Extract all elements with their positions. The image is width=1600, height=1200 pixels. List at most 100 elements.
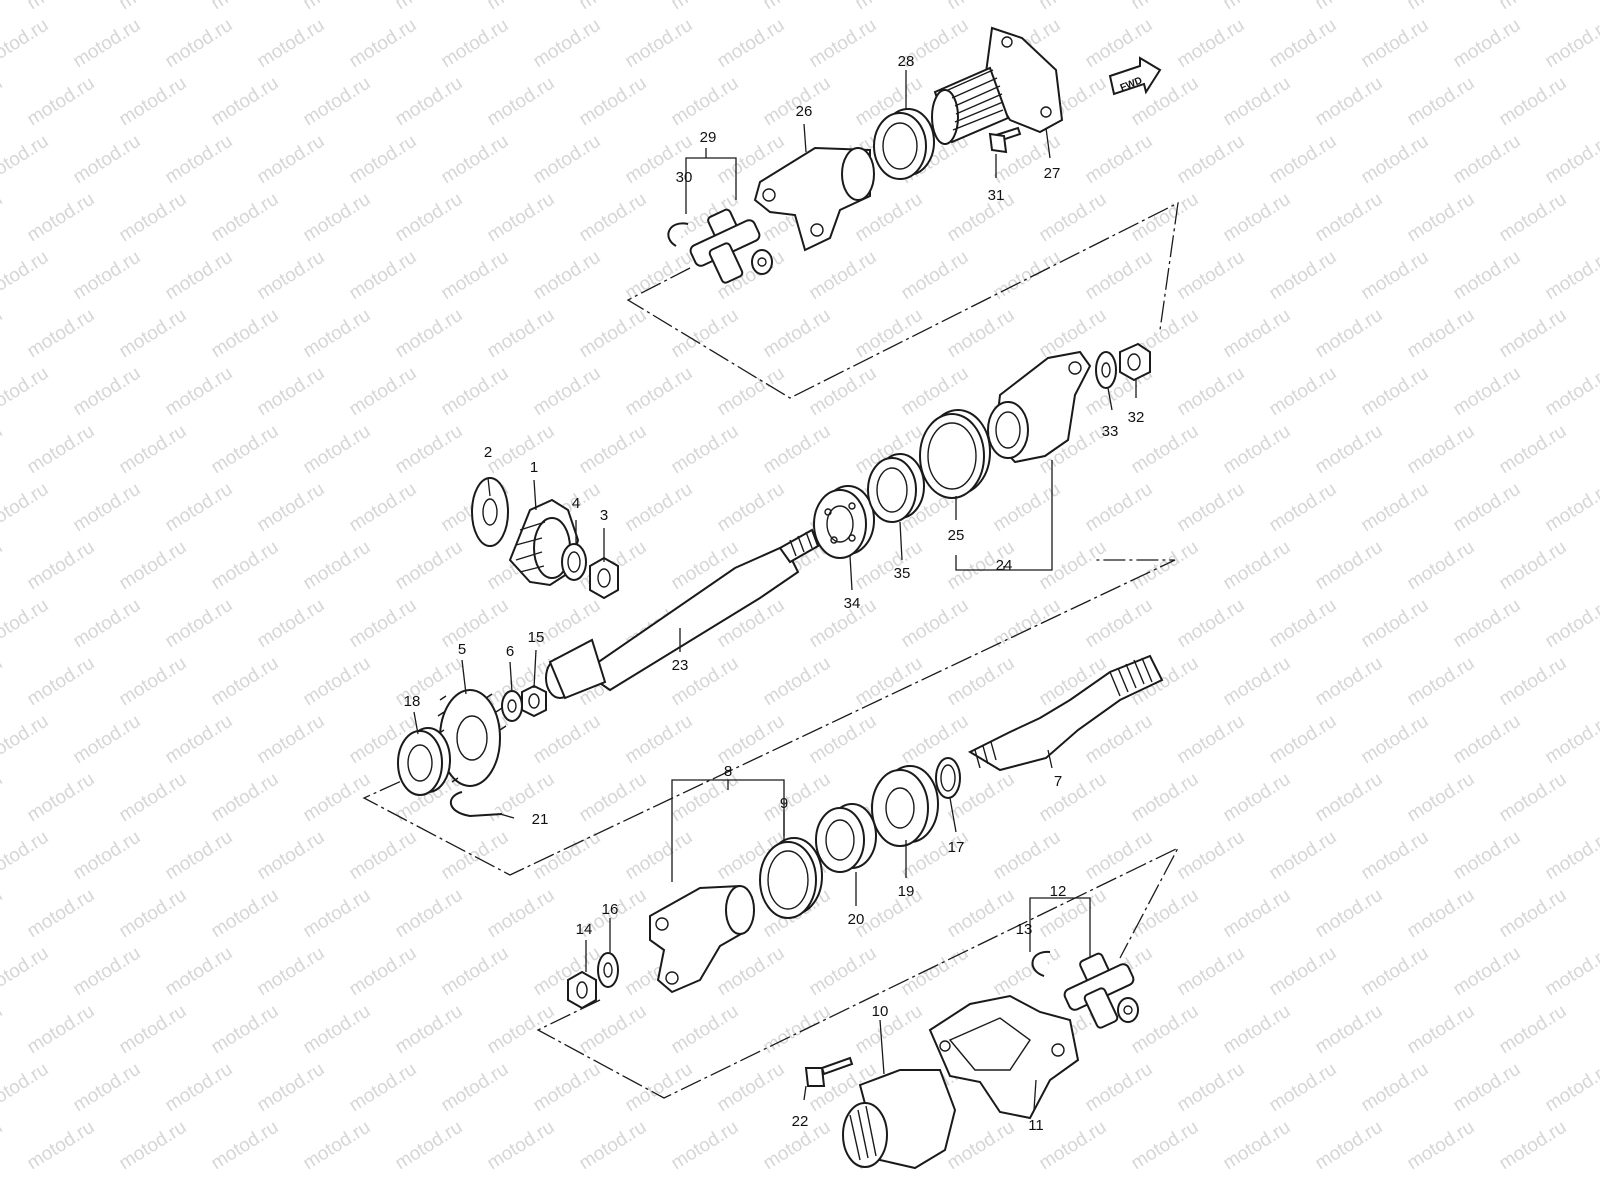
part-23-propeller-shaft bbox=[545, 528, 820, 700]
callout-31: 31 bbox=[988, 187, 1005, 204]
watermark-text: motod.ru bbox=[714, 15, 789, 73]
watermark-text: motod.ru bbox=[622, 15, 697, 73]
watermark-text: motod.ru bbox=[1174, 943, 1249, 1001]
watermark-text: motod.ru bbox=[162, 595, 237, 653]
watermark-text: motod.ru bbox=[622, 363, 697, 421]
watermark-text: motod.ru bbox=[1496, 1001, 1571, 1059]
watermark-text: motod.ru bbox=[576, 73, 651, 131]
watermark-text: motod.ru bbox=[116, 653, 191, 711]
watermark-text: motod.ru bbox=[944, 0, 1019, 14]
watermark-text: motod.ru bbox=[714, 363, 789, 421]
part-22-bolt bbox=[804, 1056, 854, 1087]
watermark-text: motod.ru bbox=[1128, 885, 1203, 943]
watermark-text: motod.ru bbox=[1312, 537, 1387, 595]
watermark-text: motod.ru bbox=[760, 653, 835, 711]
watermark-text: motod.ru bbox=[714, 479, 789, 537]
part-3-nut bbox=[589, 556, 619, 600]
watermark-text: motod.ru bbox=[0, 73, 6, 131]
watermark-text: motod.ru bbox=[0, 131, 52, 189]
watermark-text: motod.ru bbox=[1082, 479, 1157, 537]
watermark-text: motod.ru bbox=[1036, 537, 1111, 595]
watermark-text: motod.ru bbox=[668, 73, 743, 131]
watermark-text: motod.ru bbox=[300, 189, 375, 247]
watermark-text: motod.ru bbox=[1312, 1001, 1387, 1059]
watermark-text: motod.ru bbox=[668, 1001, 743, 1059]
part-6-washer bbox=[501, 690, 523, 722]
watermark-text: motod.ru bbox=[1542, 943, 1600, 1001]
watermark-text: motod.ru bbox=[300, 885, 375, 943]
watermark-text: motod.ru bbox=[392, 73, 467, 131]
callout-33: 33 bbox=[1102, 423, 1119, 440]
watermark-text: motod.ru bbox=[1220, 653, 1295, 711]
watermark-text: motod.ru bbox=[0, 363, 52, 421]
watermark-text: motod.ru bbox=[622, 827, 697, 885]
watermark-text: motod.ru bbox=[1082, 247, 1157, 305]
watermark-text: motod.ru bbox=[898, 595, 973, 653]
watermark-text: motod.ru bbox=[162, 363, 237, 421]
watermark-text: motod.ru bbox=[1220, 769, 1295, 827]
watermark-text: motod.ru bbox=[1450, 595, 1525, 653]
watermark-text: motod.ru bbox=[1220, 885, 1295, 943]
watermark-text: motod.ru bbox=[208, 73, 283, 131]
callout-18: 18 bbox=[404, 693, 421, 710]
watermark-text: motod.ru bbox=[1312, 1117, 1387, 1175]
watermark-text: motod.ru bbox=[1542, 711, 1600, 769]
watermark-text: motod.ru bbox=[1496, 189, 1571, 247]
watermark-text: motod.ru bbox=[1174, 1059, 1249, 1117]
watermark-text: motod.ru bbox=[24, 0, 99, 14]
watermark-text: motod.ru bbox=[346, 247, 421, 305]
watermark-text: motod.ru bbox=[346, 479, 421, 537]
watermark-text: motod.ru bbox=[990, 479, 1065, 537]
watermark-text: motod.ru bbox=[0, 1001, 6, 1059]
watermark-text: motod.ru bbox=[1404, 1117, 1479, 1175]
watermark-text: motod.ru bbox=[116, 885, 191, 943]
part-28-oil-seal bbox=[873, 108, 935, 180]
watermark-text: motod.ru bbox=[162, 131, 237, 189]
watermark-text: motod.ru bbox=[1082, 595, 1157, 653]
watermark-text: motod.ru bbox=[70, 711, 145, 769]
watermark-text: motod.ru bbox=[1358, 943, 1433, 1001]
watermark-text: motod.ru bbox=[254, 247, 329, 305]
watermark-text: motod.ru bbox=[0, 305, 6, 363]
watermark-text: motod.ru bbox=[622, 711, 697, 769]
watermark-text: motod.ru bbox=[438, 1059, 513, 1117]
watermark-text: motod.ru bbox=[162, 247, 237, 305]
callout-35: 35 bbox=[894, 565, 911, 582]
callout-27: 27 bbox=[1044, 165, 1061, 182]
callout-29: 29 bbox=[700, 129, 717, 146]
watermark-text: motod.ru bbox=[1128, 0, 1203, 14]
watermark-text: motod.ru bbox=[484, 73, 559, 131]
watermark-text: motod.ru bbox=[1450, 131, 1525, 189]
callout-labels: 2 1 4 3 5 6 15 18 21 23 34 35 25 24 33 3… bbox=[404, 53, 1145, 1134]
watermark-text: motod.ru bbox=[254, 363, 329, 421]
watermark-text: motod.ru bbox=[576, 421, 651, 479]
watermark-text: motod.ru bbox=[162, 479, 237, 537]
callout-8: 8 bbox=[724, 763, 732, 780]
watermark-text: motod.ru bbox=[852, 305, 927, 363]
watermark-text: motod.ru bbox=[1542, 595, 1600, 653]
callout-2: 2 bbox=[484, 444, 492, 461]
watermark-text: motod.ru bbox=[300, 537, 375, 595]
watermark-text: motod.ru bbox=[576, 0, 651, 14]
watermark-text: motod.ru bbox=[392, 421, 467, 479]
watermark-text: motod.ru bbox=[0, 421, 6, 479]
watermark-text: motod.ru bbox=[1266, 131, 1341, 189]
watermark-text: motod.ru bbox=[300, 73, 375, 131]
watermark-text: motod.ru bbox=[1266, 943, 1341, 1001]
watermark-text: motod.ru bbox=[530, 363, 605, 421]
fwd-arrow-badge: FWD bbox=[1108, 56, 1162, 96]
watermark-text: motod.ru bbox=[714, 943, 789, 1001]
watermark-text: motod.ru bbox=[1220, 421, 1295, 479]
watermark-text: motod.ru bbox=[1312, 73, 1387, 131]
part-31-bolt bbox=[988, 126, 1022, 154]
watermark-text: motod.ru bbox=[300, 1117, 375, 1175]
watermark-text: motod.ru bbox=[208, 189, 283, 247]
watermark-text: motod.ru bbox=[0, 653, 6, 711]
watermark-text: motod.ru bbox=[576, 1117, 651, 1175]
part-9-dust-seal bbox=[759, 837, 823, 919]
watermark-text: motod.ru bbox=[1220, 305, 1295, 363]
watermark-text: motod.ru bbox=[0, 479, 52, 537]
callout-20: 20 bbox=[848, 911, 865, 928]
callout-16: 16 bbox=[602, 901, 619, 918]
watermark-text: motod.ru bbox=[1174, 595, 1249, 653]
